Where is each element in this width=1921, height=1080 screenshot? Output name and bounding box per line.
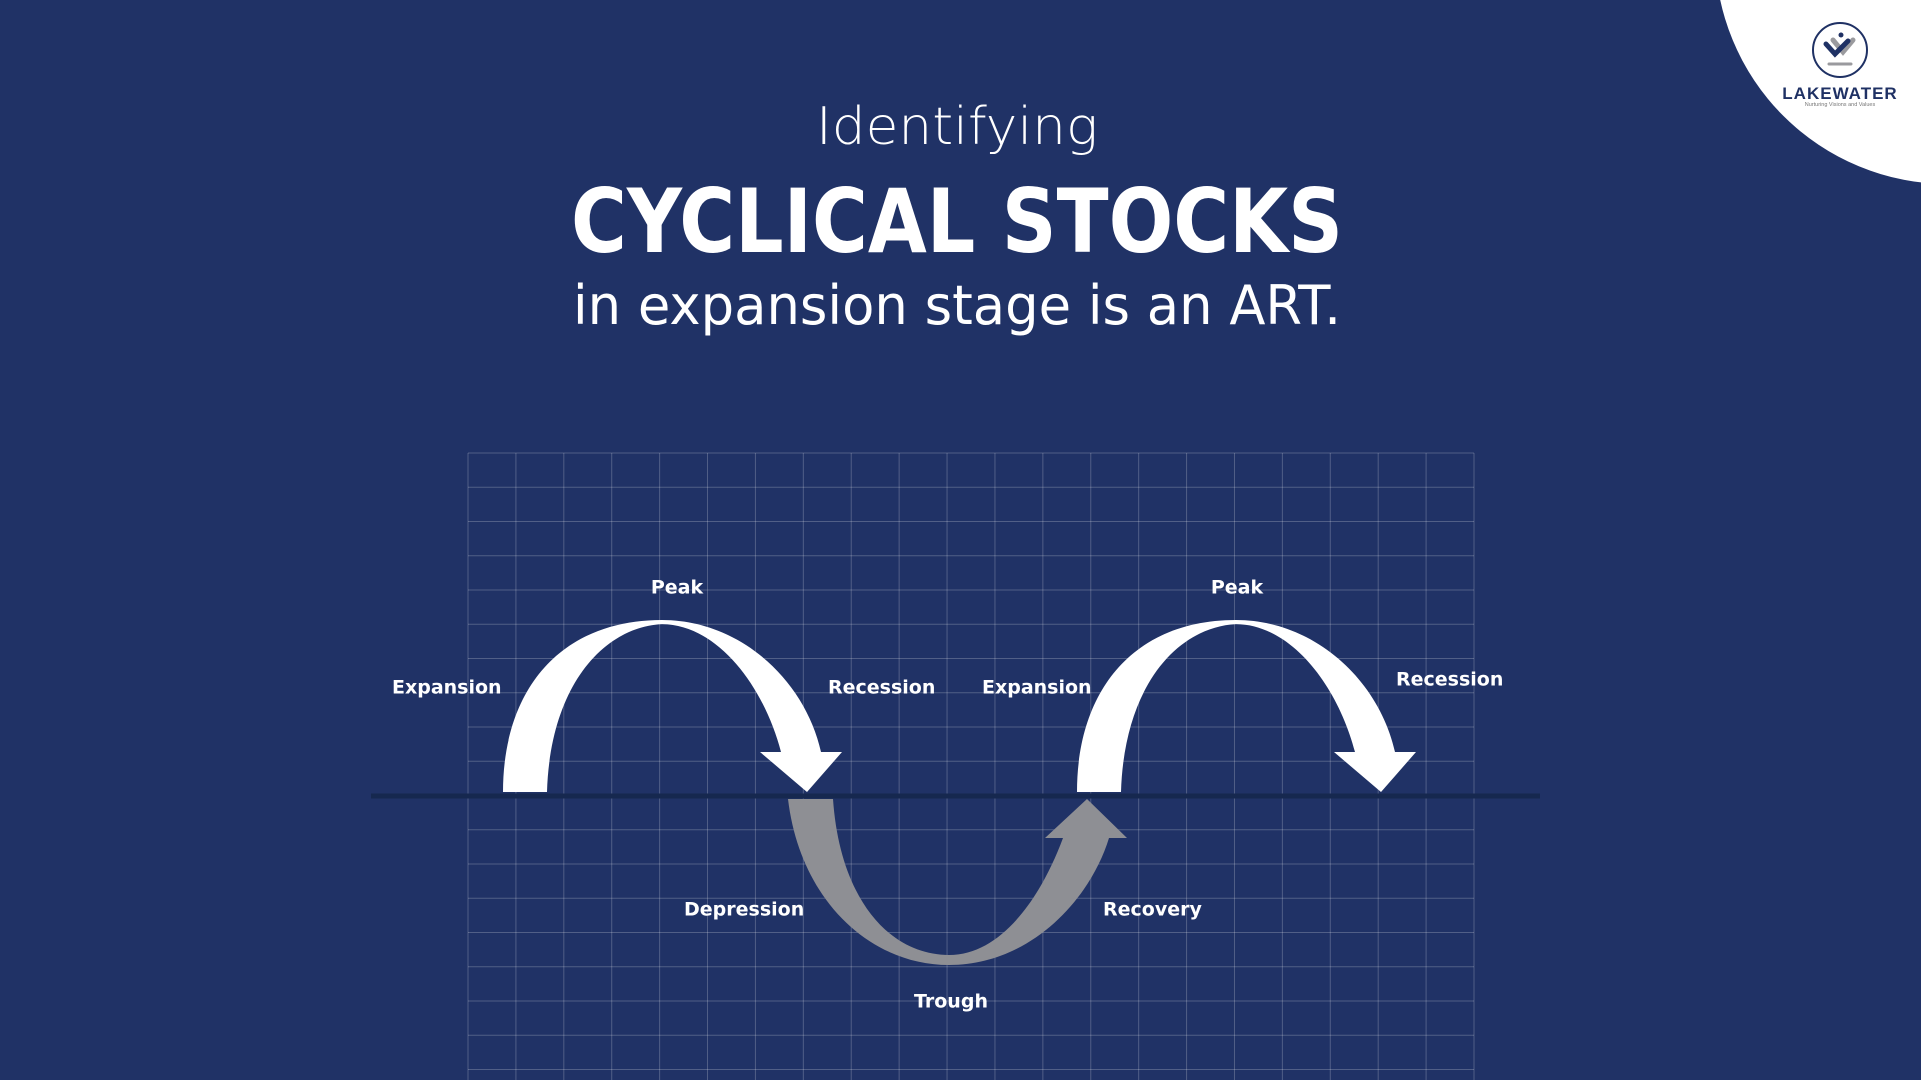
title-line-1: Identifying — [816, 97, 1098, 157]
expansion-recession-arrow-1 — [503, 620, 842, 792]
logo-tagline: Nurturing Visions and Values — [1805, 102, 1876, 108]
logo: LAKEWATER Nurturing Visions and Values — [1720, 0, 1921, 183]
label-peak-2: Peak — [1211, 577, 1264, 599]
label-peak-1: Peak — [651, 577, 704, 599]
expansion-recession-arrow-2 — [1077, 620, 1416, 792]
logo-backdrop — [1720, 0, 1921, 183]
logo-name: LAKEWATER — [1782, 84, 1897, 103]
label-recession-2: Recession — [1396, 669, 1503, 691]
title-line-2: CYCLICAL STOCKS — [571, 170, 1343, 273]
label-expansion-1: Expansion — [392, 677, 502, 699]
label-recession-1: Recession — [828, 677, 935, 699]
title-line-3: in expansion stage is an ART. — [573, 274, 1341, 337]
depression-recovery-arrow — [788, 799, 1127, 965]
label-trough: Trough — [914, 991, 988, 1013]
label-expansion-2: Expansion — [982, 677, 1092, 699]
label-depression: Depression — [684, 899, 804, 921]
label-recovery: Recovery — [1103, 899, 1202, 921]
logo-emblem-icon — [1812, 22, 1868, 78]
